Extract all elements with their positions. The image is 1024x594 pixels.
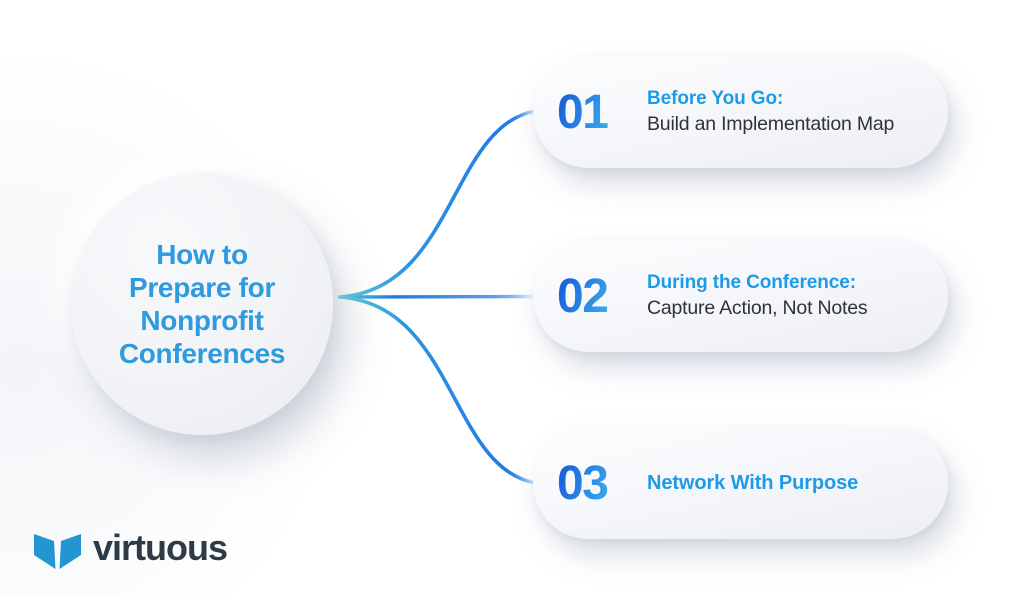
- step-card-2: 02 During the Conference: Capture Action…: [533, 240, 948, 352]
- step-number: 01: [557, 85, 621, 140]
- step-title: Before You Go:: [647, 88, 784, 109]
- central-topic-line: Prepare for: [128, 272, 276, 303]
- central-topic-line: Conferences: [118, 338, 286, 369]
- step-text-block: Network With Purpose: [647, 472, 858, 495]
- connector-line-step-2: [338, 294, 539, 299]
- connector-line-step-1: [338, 109, 538, 299]
- step-number: 02: [557, 269, 621, 324]
- step-title: Network With Purpose: [647, 471, 859, 494]
- step-text-block: Before You Go: Build an Implementation M…: [647, 88, 894, 136]
- connector-line-step-3: [338, 295, 538, 485]
- central-topic-bubble: How to Prepare for Nonprofit Conferences: [71, 173, 333, 435]
- step-text-block: During the Conference: Capture Action, N…: [647, 272, 868, 320]
- step-card-1: 01 Before You Go: Build an Implementatio…: [533, 56, 948, 168]
- central-topic-line: Nonprofit: [140, 305, 264, 336]
- central-topic-line: How to: [156, 239, 248, 270]
- step-number: 03: [557, 456, 621, 511]
- step-subtitle: Build an Implementation Map: [647, 113, 895, 135]
- step-subtitle: Capture Action, Not Notes: [647, 297, 868, 319]
- brand-logo: virtuous: [33, 527, 228, 570]
- brand-name: virtuous: [93, 527, 228, 568]
- open-book-icon: [34, 534, 81, 569]
- step-card-3: 03 Network With Purpose: [533, 427, 948, 539]
- step-title: During the Conference:: [647, 272, 856, 293]
